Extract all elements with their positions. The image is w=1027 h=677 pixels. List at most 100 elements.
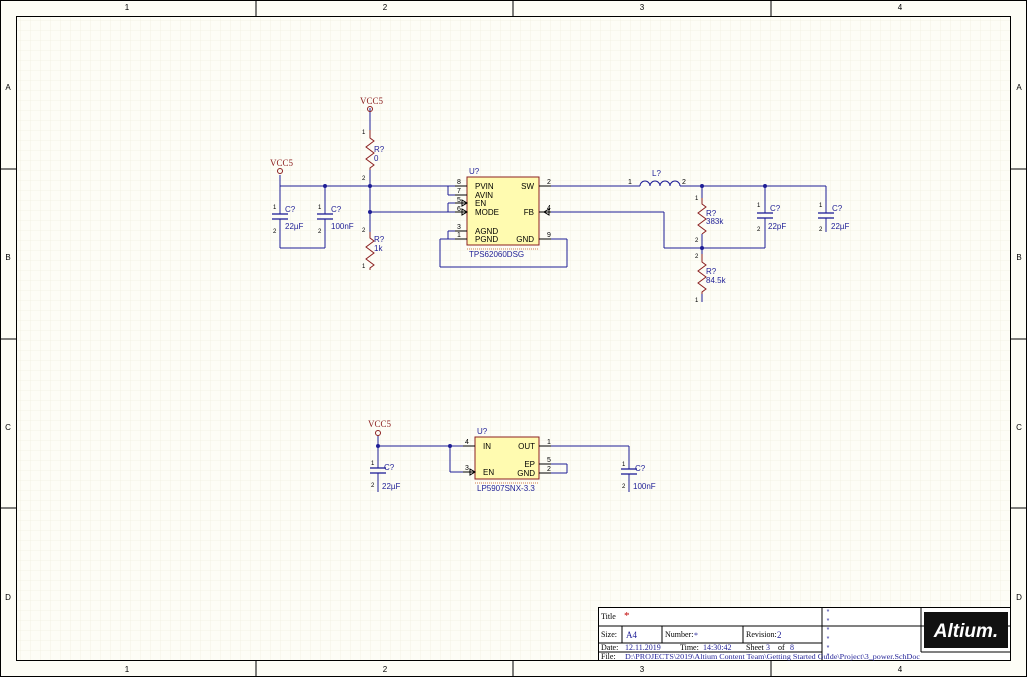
date-value: 12.11.2019	[625, 643, 661, 652]
c3-pin2: 2	[757, 227, 761, 233]
vcc5-label-1: VCC5	[270, 158, 294, 168]
r2-pin1: 1	[362, 264, 366, 270]
ic1-pinnum-8: 8	[457, 179, 461, 186]
vcc5-port-3: VCC5	[368, 419, 392, 436]
c1-pin2: 2	[273, 229, 277, 235]
ic2-pin-out: OUT	[518, 442, 535, 451]
row-label-right-c: C	[1016, 423, 1022, 432]
c3-value: 22pF	[768, 222, 786, 231]
r4-designator: R?	[706, 267, 717, 276]
side-mark-6: *	[827, 653, 830, 660]
c4-designator: C?	[832, 204, 843, 213]
ic1-pin-en: EN	[475, 199, 486, 208]
vcc5-label-3: VCC5	[368, 419, 392, 429]
ic1-pin-pvin: PVIN	[475, 182, 494, 191]
side-mark-3: *	[827, 627, 830, 634]
capacitor-c5	[370, 462, 386, 480]
l1-pin1: 1	[628, 179, 632, 186]
ic2-pin-en: EN	[483, 468, 494, 477]
ic1-pin-fb: FB	[524, 208, 534, 217]
r2-pin2: 2	[362, 228, 366, 234]
file-label: File:	[601, 652, 616, 661]
col-label-bottom-2: 2	[383, 665, 388, 674]
ic1-pinnum-9: 9	[547, 232, 551, 239]
c6-pin2: 2	[622, 484, 626, 490]
r1-value: 0	[374, 154, 379, 163]
altium-logo-text: Altium.	[933, 621, 998, 642]
c1-value: 22µF	[285, 222, 304, 231]
ic1-pin-mode: MODE	[475, 208, 499, 217]
revision-label: Revision:	[746, 630, 777, 639]
r1-designator: R?	[374, 145, 385, 154]
ic1-pinnum-4: 4	[547, 205, 551, 212]
resistor-r1	[365, 130, 375, 170]
sheet-value: 3	[766, 643, 770, 652]
sheet-label: Sheet	[746, 643, 765, 652]
ic2-pin-ep: EP	[524, 460, 535, 469]
ic1-pinnum-5: 5	[457, 197, 461, 204]
revision-value: 2	[777, 630, 782, 640]
ic2-designator: U?	[477, 427, 488, 436]
ic2-pinnum-1: 1	[547, 439, 551, 446]
c5-value: 22µF	[382, 482, 401, 491]
ic2-pin-gnd: GND	[517, 469, 535, 478]
side-mark-2: *	[827, 618, 830, 625]
r4-value: 84.5k	[706, 276, 727, 285]
c1-pin1: 1	[273, 205, 277, 211]
date-label: Date:	[601, 643, 618, 652]
r3-pin1: 1	[695, 196, 699, 202]
r3-pin2: 2	[695, 238, 699, 244]
row-label-right-a: A	[1016, 83, 1022, 92]
r2-designator: R?	[374, 235, 385, 244]
resistor-r3	[697, 198, 707, 235]
resistor-r2	[365, 232, 375, 270]
ic1-body	[455, 176, 551, 250]
ic1-pinnum-3: 3	[457, 224, 461, 231]
row-label-left-a: A	[5, 83, 11, 92]
row-label-right-d: D	[1016, 593, 1022, 602]
c2-value: 100nF	[331, 222, 354, 231]
junctions-buck	[323, 184, 767, 250]
time-label: Time:	[680, 643, 699, 652]
ic1-part: TPS62060DSG	[469, 250, 524, 259]
of-value: 8	[790, 643, 794, 652]
c4-pin1: 1	[819, 203, 823, 209]
side-mark-1: *	[827, 609, 830, 616]
inductor-l1	[639, 180, 681, 187]
c3-designator: C?	[770, 204, 781, 213]
ic2-pinnum-3: 3	[465, 465, 469, 472]
r3-designator: R?	[706, 209, 717, 218]
number-label: Number:	[665, 630, 693, 639]
c1-designator: C?	[285, 205, 296, 214]
ic1-pin-agnd: AGND	[475, 227, 498, 236]
ic2-pin-in: IN	[483, 442, 491, 451]
c5-pin2: 2	[371, 483, 375, 489]
col-label-top-2: 2	[383, 3, 388, 12]
file-value: D:\PROJECTS\2019\Altium Content Team\Get…	[625, 653, 920, 661]
ic1-pin-avin: AVIN	[475, 191, 493, 200]
ic1-pin-pgnd: PGND	[475, 235, 498, 244]
r1-pin1: 1	[362, 130, 366, 136]
ic1-pinnum-1: 1	[457, 232, 461, 239]
ic1-pin-gnd: GND	[516, 235, 534, 244]
ic2-pinnum-4: 4	[465, 439, 469, 446]
c5-pin1: 1	[371, 461, 375, 467]
r3-value: 383k	[706, 217, 724, 226]
capacitor-c4	[818, 207, 834, 225]
ic1-pinnum-2: 2	[547, 179, 551, 186]
title-label: Title	[601, 612, 616, 621]
col-label-bottom-3: 3	[640, 665, 645, 674]
row-label-left-b: B	[5, 253, 10, 262]
of-label: of	[778, 643, 785, 652]
c6-value: 100nF	[633, 482, 656, 491]
col-label-bottom-1: 1	[125, 665, 130, 674]
side-mark-5: *	[827, 645, 830, 652]
col-label-top-1: 1	[125, 3, 130, 12]
grid-area	[17, 17, 1010, 660]
ic2-pinnum-2: 2	[547, 466, 551, 473]
ic1-pin-sw: SW	[521, 182, 534, 191]
size-value: A4	[626, 630, 637, 640]
row-label-left-c: C	[5, 423, 11, 432]
ic1-designator: U?	[469, 167, 480, 176]
